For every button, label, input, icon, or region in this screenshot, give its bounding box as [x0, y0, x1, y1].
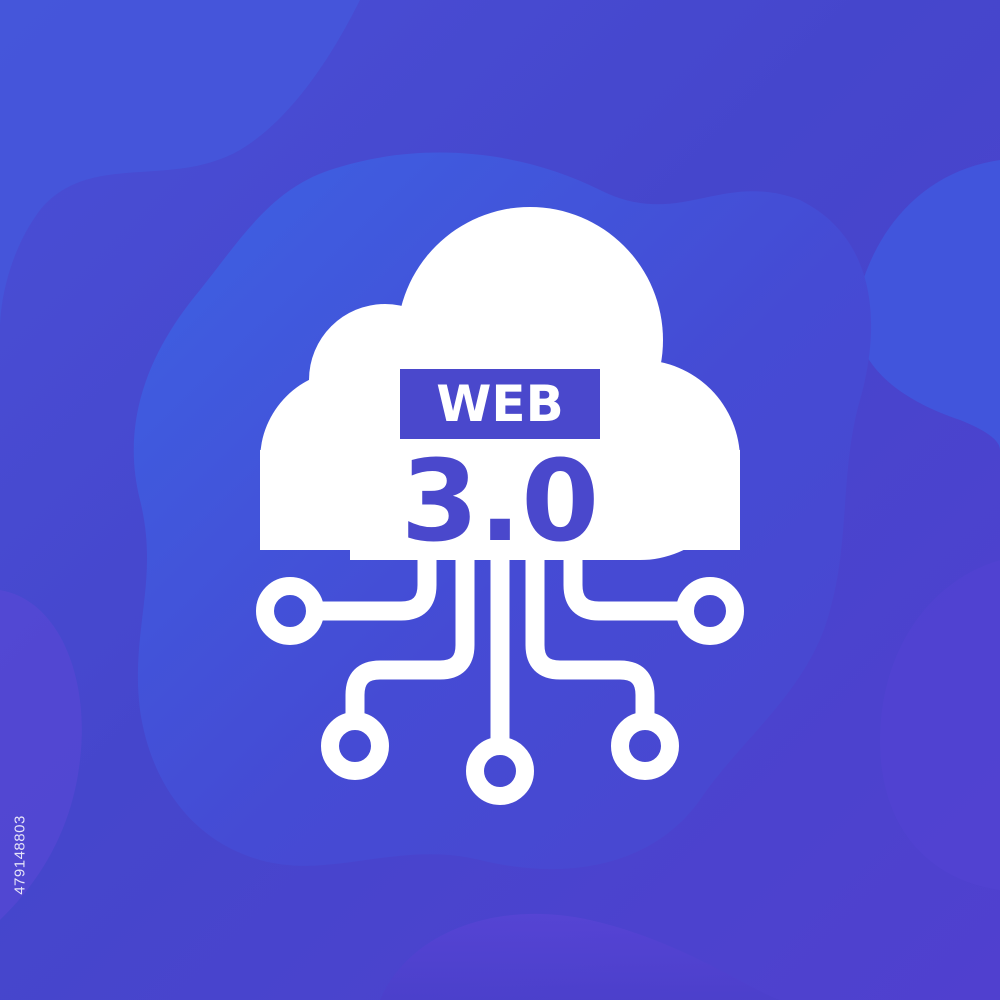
stock-id-text: 479148803: [11, 815, 29, 895]
node-center: [466, 737, 534, 805]
blob-bottom-left: [0, 590, 82, 920]
blob-bottom: [380, 913, 780, 1000]
web-label-box: [400, 369, 600, 439]
blob-right: [856, 160, 1000, 450]
connector-left-top: [318, 555, 437, 621]
web-label: WEB: [436, 375, 563, 433]
blob-right-dark: [880, 560, 1000, 890]
connector-right-top: [563, 555, 682, 621]
network-node-icon: [256, 577, 744, 805]
connector-right-bottom: [525, 555, 655, 720]
version-label: 3.0: [401, 437, 599, 567]
node-right-top: [676, 577, 744, 645]
node-left-bottom: [321, 712, 389, 780]
stock-id-label: 479148803: [8, 760, 32, 950]
network-lines: [318, 555, 682, 746]
connector-left-bottom: [345, 555, 475, 720]
node-left-top: [256, 577, 324, 645]
blob-top-left: [0, 0, 360, 330]
node-right-bottom: [611, 712, 679, 780]
